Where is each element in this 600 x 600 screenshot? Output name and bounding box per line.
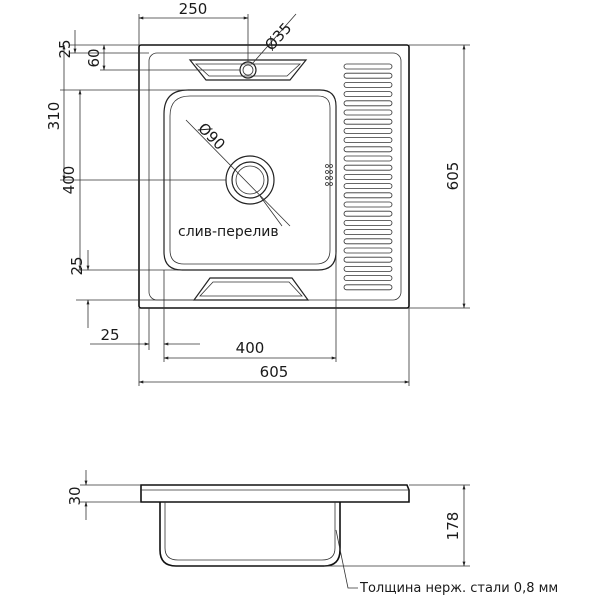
drain-inner — [231, 161, 269, 199]
drainboard-rib — [343, 284, 393, 291]
drainboard-rib — [343, 238, 393, 245]
bowl-outline — [163, 89, 337, 271]
dim-400-bottom: 400 — [236, 339, 265, 357]
drainboard-ribs — [343, 63, 393, 291]
side-view: 30 178 Толщина нерж. стали 0,8 мм — [66, 470, 558, 596]
drainboard-rib — [343, 210, 393, 217]
drain-outer — [225, 155, 275, 205]
dim-25-top: 25 — [56, 39, 74, 58]
drainboard-rib — [343, 164, 393, 171]
drainboard-rib — [343, 72, 393, 79]
dim-605-right: 605 — [444, 162, 462, 191]
steel-thickness-note: Толщина нерж. стали 0,8 мм — [359, 581, 558, 596]
dim-250-top: 250 — [179, 0, 208, 18]
drainboard-rib — [343, 183, 393, 190]
drainboard-rib — [343, 229, 393, 236]
drainboard-rib — [343, 82, 393, 88]
top-view: 250 Ø35 25 60 310 400 25 25 — [45, 0, 470, 386]
drainboard-rib — [343, 173, 393, 180]
drainboard-rib — [343, 109, 393, 116]
drainboard-rib — [343, 192, 393, 199]
overflow-slot-top-inner — [194, 63, 302, 77]
dim-605-bottom: 605 — [260, 363, 289, 381]
drainboard-rib — [343, 256, 393, 263]
drainboard-rib — [343, 275, 393, 282]
dim-dia-35: Ø35 — [261, 19, 295, 54]
overflow-holes — [325, 164, 333, 186]
dim-30: 30 — [66, 486, 84, 505]
sink-outer-outline — [138, 44, 410, 309]
drainboard-rib — [343, 63, 393, 70]
overflow-slot-bottom — [192, 277, 310, 301]
dim-dia-90: Ø90 — [194, 119, 229, 154]
drainboard-rib — [343, 146, 393, 153]
dim-178: 178 — [444, 512, 462, 541]
drain-core — [235, 165, 265, 195]
drainboard-rib — [343, 137, 393, 144]
drainboard-rib — [343, 155, 393, 162]
bowl-inner-outline — [169, 95, 331, 265]
dim-25-left: 25 — [68, 256, 86, 275]
drainboard-rib — [343, 127, 393, 134]
dim-310: 310 — [45, 102, 63, 131]
side-bowl-profile — [159, 502, 341, 567]
drainboard-rib — [343, 100, 393, 107]
side-bowl-inner — [164, 502, 336, 561]
dim-60: 60 — [85, 48, 103, 67]
side-rim — [140, 484, 410, 503]
dim-25-bottom: 25 — [100, 326, 119, 344]
dim-400-left: 400 — [60, 166, 78, 195]
overflow-slot-bottom-inner — [199, 281, 303, 297]
drain-overflow-label: слив-перелив — [178, 224, 279, 240]
drainboard-rib — [343, 118, 393, 125]
drainboard-rib — [343, 247, 393, 254]
tap-hole-inner — [242, 64, 254, 76]
drainboard-rib — [343, 201, 393, 208]
drainboard-rib — [343, 265, 393, 272]
overflow-slot-top — [188, 59, 308, 81]
drainboard-rib — [343, 91, 393, 97]
drainboard-rib — [343, 219, 393, 226]
